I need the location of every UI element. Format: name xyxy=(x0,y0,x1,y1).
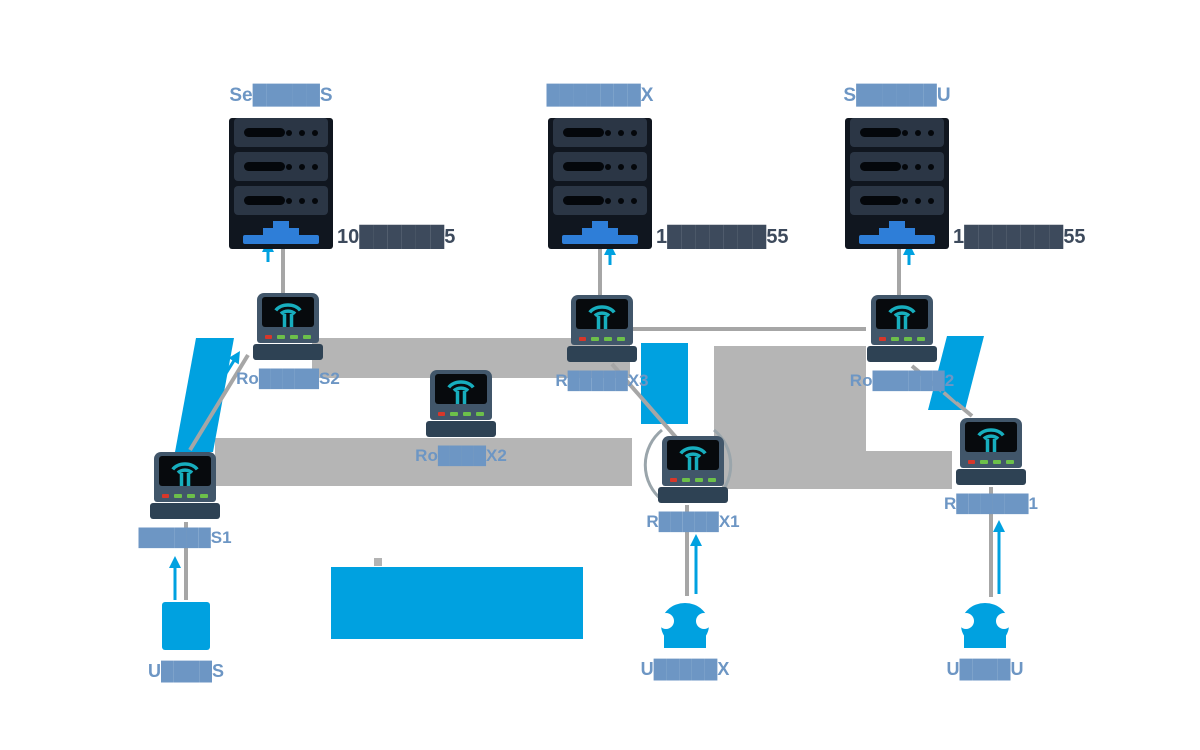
link-routers1-routers2 xyxy=(188,353,250,452)
user-u[interactable]: U████U xyxy=(946,594,1024,680)
redaction-caption-block xyxy=(331,567,583,639)
server-u[interactable]: S██████U 1███████55 xyxy=(843,85,1086,249)
user-icon xyxy=(162,602,210,650)
router-icon xyxy=(871,295,933,345)
router-icon xyxy=(571,295,633,345)
arrow-diagonal-routers2 xyxy=(223,351,240,376)
user-x[interactable]: U█████X xyxy=(641,594,729,680)
router-base xyxy=(867,346,937,362)
server-icon xyxy=(548,118,652,249)
router-label: Ro████X2 xyxy=(415,446,507,465)
server-label: Se█████S xyxy=(229,85,333,106)
router-x1[interactable]: R█████X1 xyxy=(646,436,740,532)
router-u2[interactable]: Ro██████2 xyxy=(850,295,954,391)
wifi-icon xyxy=(977,428,1005,452)
router-x2[interactable]: Ro████X2 xyxy=(415,370,507,466)
router-leds xyxy=(968,460,1014,464)
server-icon xyxy=(229,118,333,249)
router-label: Ro█████S2 xyxy=(236,369,340,388)
router-base xyxy=(567,346,637,362)
router-icon xyxy=(154,452,216,502)
wifi-icon xyxy=(588,305,616,329)
server-ip: 1███████55 xyxy=(953,226,1086,248)
arrow-up-serverx xyxy=(604,243,616,265)
router-base xyxy=(956,469,1026,485)
router-x3[interactable]: R█████X3 xyxy=(555,295,649,391)
wifi-icon xyxy=(447,380,475,404)
router-leds xyxy=(265,335,311,339)
router-s1[interactable]: ██████S1 xyxy=(138,452,232,548)
server-icon xyxy=(845,118,949,249)
router-leds xyxy=(162,494,208,498)
link-routerx3-routerx1 xyxy=(610,362,682,444)
user-label: U█████X xyxy=(640,659,730,679)
user-icon xyxy=(658,603,712,648)
arrow-up-users xyxy=(169,556,181,600)
router-label: R█████X1 xyxy=(646,512,740,531)
router-label: ██████S1 xyxy=(138,528,232,547)
router-icon xyxy=(430,370,492,420)
redaction-middle-block xyxy=(641,343,688,424)
router-icon xyxy=(662,436,724,486)
router-icon xyxy=(257,293,319,343)
arrow-up-userx xyxy=(690,534,702,594)
caption-dot xyxy=(374,558,382,566)
router-base xyxy=(658,487,728,503)
wifi-icon xyxy=(679,446,707,470)
router-leds xyxy=(438,412,484,416)
server-x[interactable]: ███████X 1███████55 xyxy=(547,85,789,249)
router-leds xyxy=(879,337,925,341)
router-leds xyxy=(579,337,625,341)
server-label: ███████X xyxy=(546,85,654,106)
router-icon xyxy=(960,418,1022,468)
user-icon xyxy=(958,603,1012,648)
wifi-icon xyxy=(171,462,199,486)
arrow-up-serveru xyxy=(903,243,915,265)
user-s[interactable]: U████S xyxy=(148,598,224,682)
router-base xyxy=(253,344,323,360)
wifi-icon xyxy=(274,303,302,327)
router-leds xyxy=(670,478,716,482)
arrow-diagonal-routeru2 xyxy=(937,382,959,402)
router-base xyxy=(150,503,220,519)
arc-left xyxy=(643,428,663,502)
router-base xyxy=(426,421,496,437)
arrow-up-useru xyxy=(993,520,1005,594)
server-ip: 1███████55 xyxy=(656,226,789,248)
user-label: U████S xyxy=(147,661,225,681)
server-ip: 10██████5 xyxy=(337,226,456,248)
redaction-blocks xyxy=(175,336,984,639)
redaction-left-parallelogram xyxy=(175,338,234,452)
access-links xyxy=(184,243,993,600)
server-label: S██████U xyxy=(843,85,951,106)
router-label: Ro██████2 xyxy=(849,371,955,390)
router-label: R█████X3 xyxy=(555,371,649,390)
router-u1[interactable]: R██████1 xyxy=(944,418,1038,514)
wifi-icon xyxy=(888,305,916,329)
router-label: R██████1 xyxy=(944,494,1038,513)
user-label: U████U xyxy=(946,659,1024,679)
router-s2[interactable]: Ro█████S2 xyxy=(236,293,340,389)
server-s[interactable]: Se█████S 10██████5 xyxy=(229,85,455,249)
